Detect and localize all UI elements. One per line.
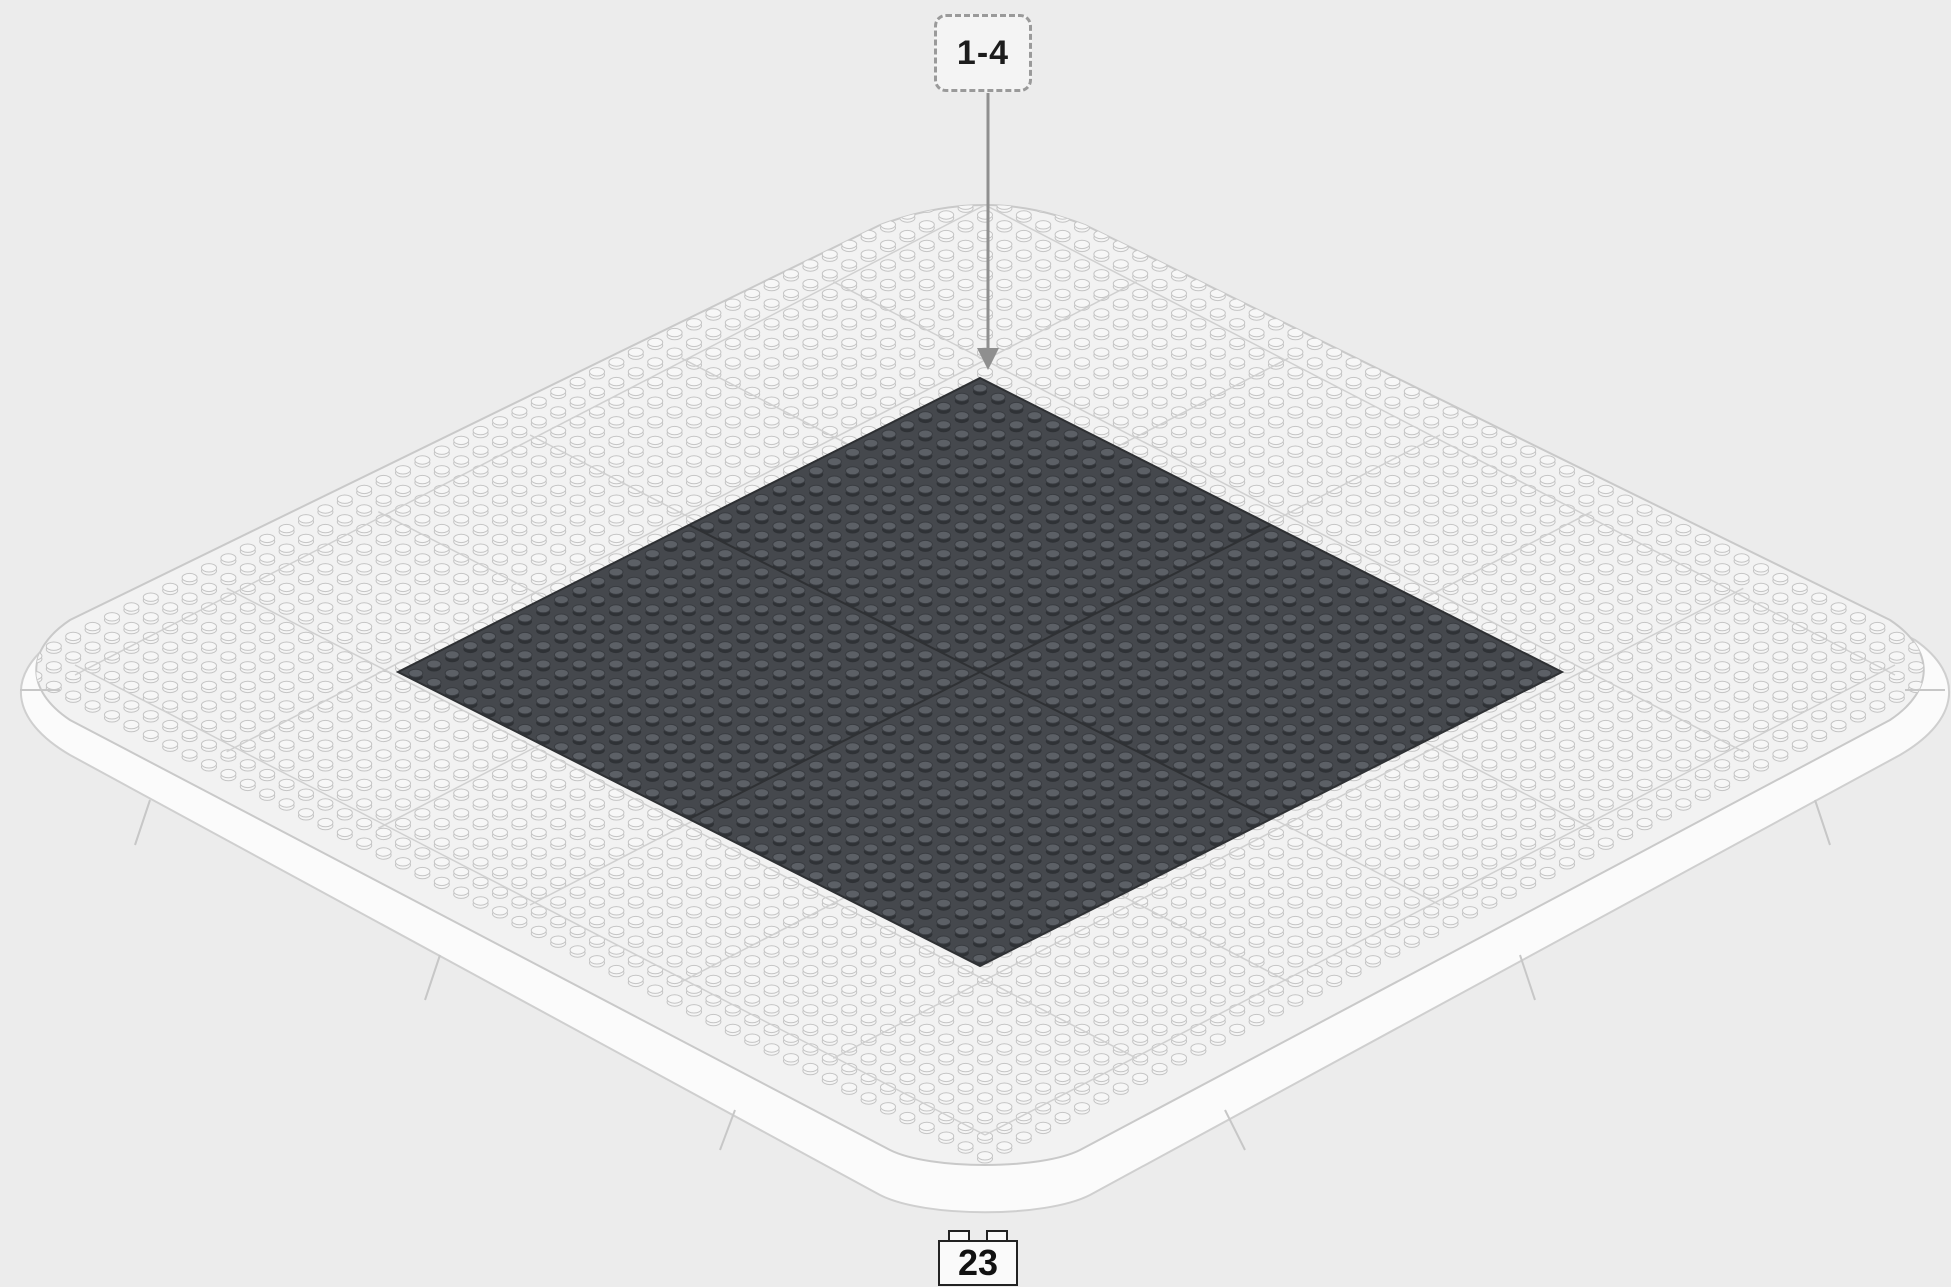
- callout-label: 1-4: [957, 34, 1009, 73]
- page-number: 23: [958, 1245, 998, 1281]
- page-number-box: 23: [938, 1240, 1018, 1286]
- page-number-badge: 23: [938, 1230, 1018, 1284]
- callout-box: 1-4: [934, 14, 1032, 92]
